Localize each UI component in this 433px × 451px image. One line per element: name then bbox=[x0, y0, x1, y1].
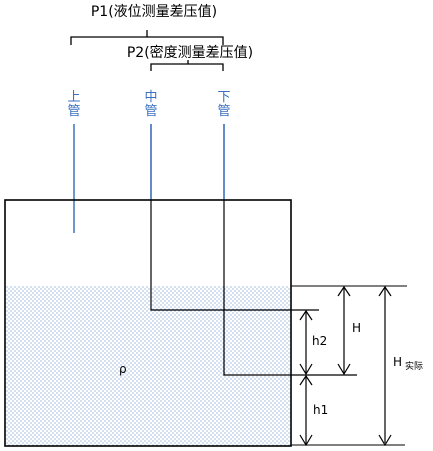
h1-dimension bbox=[299, 374, 313, 447]
h2-label: h2 bbox=[312, 334, 327, 348]
p2-label: P2(密度测量差压值) bbox=[127, 44, 253, 61]
density-symbol: ρ bbox=[119, 362, 127, 376]
H-actual-dimension bbox=[378, 285, 392, 447]
p1-bracket bbox=[70, 30, 224, 45]
pipe-upper-label: 上 管 bbox=[67, 90, 80, 119]
svg-text:管: 管 bbox=[217, 104, 230, 119]
h2-dimension bbox=[299, 309, 313, 376]
pipe-lower-label: 下 管 bbox=[217, 90, 230, 119]
h1-label: h1 bbox=[313, 403, 328, 417]
pipe-middle-label: 中 管 bbox=[144, 90, 157, 119]
p2-bracket bbox=[150, 60, 224, 71]
pipe-lower bbox=[223, 124, 357, 376]
svg-text:中: 中 bbox=[144, 90, 157, 105]
p1-label: P1(液位测量差压值) bbox=[91, 4, 217, 20]
liquid-fill bbox=[5, 286, 291, 446]
H-actual-label: H bbox=[393, 355, 402, 369]
svg-text:管: 管 bbox=[67, 104, 80, 119]
H-label: H bbox=[352, 321, 361, 335]
svg-text:下: 下 bbox=[217, 90, 230, 105]
tank-outline bbox=[4, 199, 292, 447]
svg-text:上: 上 bbox=[67, 90, 80, 105]
H-actual-subscript: 实际 bbox=[405, 360, 423, 372]
H-dimension bbox=[337, 285, 351, 376]
pipe-middle bbox=[150, 124, 319, 311]
svg-text:管: 管 bbox=[144, 104, 157, 119]
